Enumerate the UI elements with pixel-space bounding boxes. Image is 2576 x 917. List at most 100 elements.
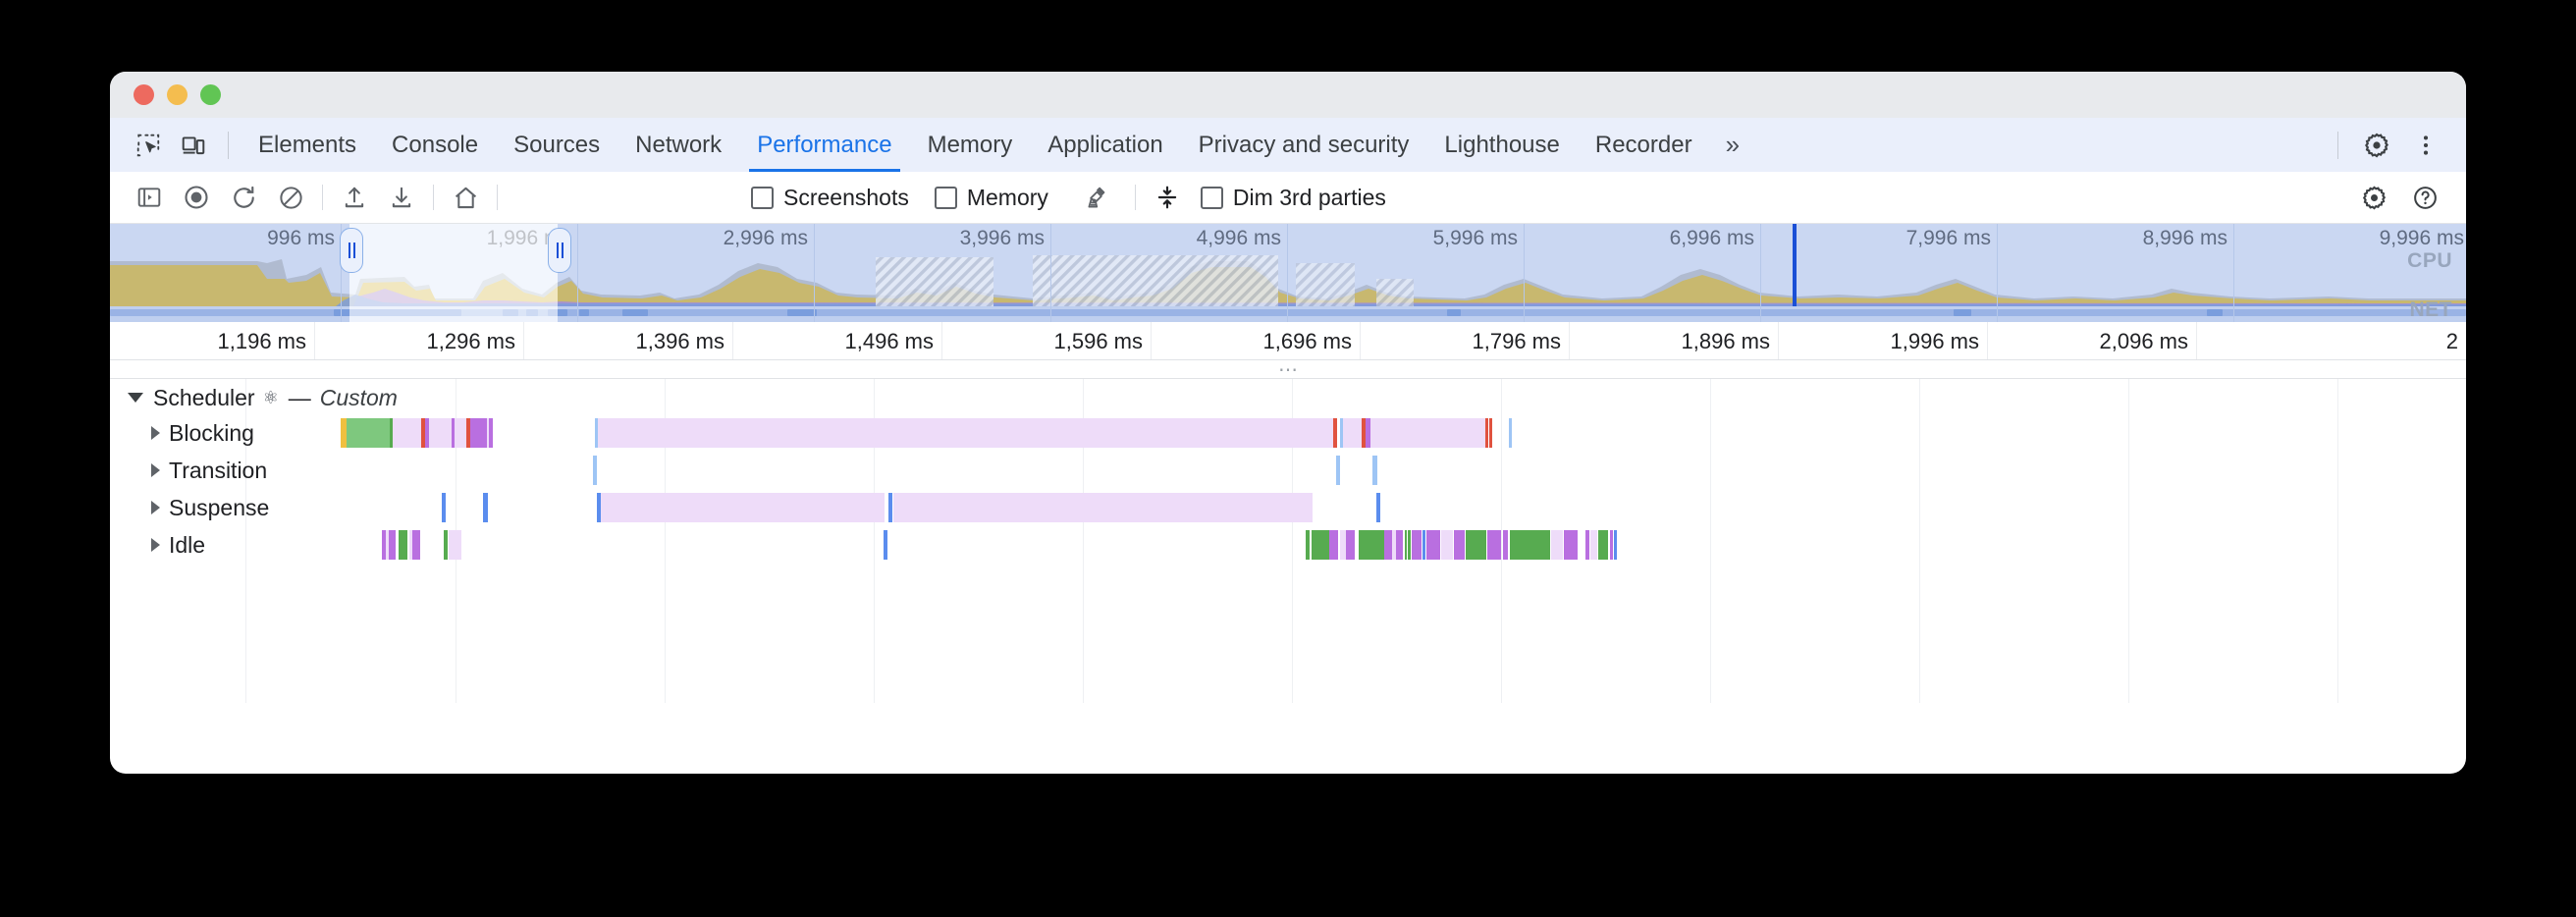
- flame-event[interactable]: [1366, 418, 1370, 448]
- flame-event[interactable]: [593, 456, 597, 485]
- track-idle-events[interactable]: [110, 530, 2466, 560]
- device-toolbar-icon[interactable]: [171, 123, 216, 168]
- memory-checkbox-box[interactable]: [934, 186, 957, 209]
- track-suspense-events[interactable]: [110, 493, 2466, 522]
- screenshots-checkbox-box[interactable]: [751, 186, 774, 209]
- flame-event[interactable]: [382, 530, 386, 560]
- flame-event[interactable]: [1510, 530, 1550, 560]
- flame-event[interactable]: [483, 493, 488, 522]
- flame-event[interactable]: [1396, 530, 1403, 560]
- screenshots-checkbox[interactable]: Screenshots: [751, 185, 909, 211]
- tab-application[interactable]: Application: [1047, 131, 1163, 158]
- flame-event[interactable]: [1362, 418, 1366, 448]
- window-minimize-button[interactable]: [167, 84, 188, 105]
- flame-event[interactable]: [1614, 530, 1617, 560]
- flame-event[interactable]: [466, 418, 470, 448]
- flame-event[interactable]: [598, 418, 1333, 448]
- flame-event[interactable]: [1372, 456, 1377, 485]
- flame-event[interactable]: [455, 418, 466, 448]
- flame-event[interactable]: [386, 530, 389, 560]
- memory-checkbox[interactable]: Memory: [934, 185, 1048, 211]
- timeline-overview[interactable]: 996 ms 1,996 ms 2,996 ms 3,996 ms 4,996 …: [110, 224, 2466, 322]
- flame-event[interactable]: [399, 530, 407, 560]
- window-close-button[interactable]: [134, 84, 154, 105]
- flame-event[interactable]: [412, 530, 420, 560]
- flame-event[interactable]: [1392, 530, 1396, 560]
- tab-performance[interactable]: Performance: [739, 118, 909, 172]
- flame-event[interactable]: [1564, 530, 1578, 560]
- chevron-right-icon[interactable]: [151, 426, 160, 440]
- flame-event[interactable]: [429, 418, 452, 448]
- flame-event[interactable]: [1610, 530, 1613, 560]
- flame-event[interactable]: [595, 418, 598, 448]
- flame-event[interactable]: [1487, 530, 1501, 560]
- flame-event[interactable]: [409, 530, 412, 560]
- overview-selection-left-handle[interactable]: [340, 228, 363, 273]
- flame-event[interactable]: [390, 418, 393, 448]
- tab-elements[interactable]: Elements: [258, 131, 357, 158]
- chevron-down-icon[interactable]: [128, 393, 143, 403]
- flame-event[interactable]: [1333, 418, 1337, 448]
- dim-3rd-parties-checkbox-box[interactable]: [1200, 186, 1223, 209]
- flame-event[interactable]: [1384, 530, 1392, 560]
- flame-event[interactable]: [1340, 418, 1343, 448]
- settings-gear-icon[interactable]: [2350, 176, 2397, 219]
- flame-event[interactable]: [1441, 530, 1453, 560]
- chevron-right-icon[interactable]: [151, 501, 160, 514]
- timeline-ruler[interactable]: 1,196 ms 1,296 ms 1,396 ms 1,496 ms 1,59…: [110, 322, 2466, 360]
- flame-event[interactable]: [442, 493, 446, 522]
- overview-selection-right-handle[interactable]: [548, 228, 571, 273]
- flame-event[interactable]: [449, 530, 461, 560]
- flame-event[interactable]: [393, 418, 421, 448]
- flame-event[interactable]: [888, 493, 892, 522]
- more-tabs-icon[interactable]: »: [1725, 130, 1741, 159]
- clear-button[interactable]: [267, 176, 314, 219]
- record-button[interactable]: [173, 176, 220, 219]
- flame-event[interactable]: [347, 418, 390, 448]
- flame-event[interactable]: [1405, 530, 1407, 560]
- flame-event[interactable]: [1346, 530, 1355, 560]
- tab-privacy-and-security[interactable]: Privacy and security: [1198, 131, 1410, 158]
- help-icon[interactable]: [2401, 176, 2448, 219]
- track-blocking-events[interactable]: [110, 418, 2466, 448]
- flame-event[interactable]: [421, 418, 425, 448]
- flame-event[interactable]: [1426, 530, 1440, 560]
- flame-event[interactable]: [1376, 493, 1380, 522]
- flame-chart[interactable]: Scheduler ⚛ — Custom Blocking Transition: [110, 379, 2466, 703]
- flame-event[interactable]: [1485, 418, 1488, 448]
- flame-event[interactable]: [444, 530, 448, 560]
- flame-event[interactable]: [489, 418, 493, 448]
- flame-event[interactable]: [487, 418, 489, 448]
- more-options-icon[interactable]: [2403, 123, 2448, 168]
- flame-event[interactable]: [1551, 530, 1563, 560]
- flame-event[interactable]: [1306, 530, 1310, 560]
- flame-event[interactable]: [1598, 530, 1608, 560]
- dim-3rd-parties-checkbox[interactable]: Dim 3rd parties: [1200, 185, 1386, 211]
- flame-event[interactable]: [1329, 530, 1338, 560]
- tab-network[interactable]: Network: [635, 131, 723, 158]
- flame-event[interactable]: [1340, 530, 1346, 560]
- overview-selection-window[interactable]: [349, 224, 558, 322]
- window-zoom-button[interactable]: [200, 84, 221, 105]
- tab-lighthouse[interactable]: Lighthouse: [1444, 131, 1560, 158]
- tab-memory[interactable]: Memory: [927, 131, 1013, 158]
- flame-event[interactable]: [1370, 418, 1485, 448]
- chevron-right-icon[interactable]: [151, 463, 160, 477]
- track-idle[interactable]: Idle: [110, 526, 2466, 564]
- flame-event[interactable]: [1590, 530, 1597, 560]
- flame-event[interactable]: [452, 418, 455, 448]
- tab-sources[interactable]: Sources: [513, 131, 601, 158]
- flame-event[interactable]: [1312, 530, 1329, 560]
- collect-garbage-icon[interactable]: [1074, 176, 1121, 219]
- inspect-element-icon[interactable]: [126, 123, 171, 168]
- chevron-right-icon[interactable]: [151, 538, 160, 552]
- reload-and-record-button[interactable]: [220, 176, 267, 219]
- flame-event[interactable]: [1336, 456, 1340, 485]
- flame-event[interactable]: [1408, 530, 1411, 560]
- track-group-scheduler[interactable]: Scheduler ⚛ — Custom: [110, 379, 2466, 416]
- flame-event[interactable]: [470, 418, 487, 448]
- toggle-sidebar-button[interactable]: [126, 176, 173, 219]
- flame-event[interactable]: [1454, 530, 1465, 560]
- flame-event[interactable]: [425, 418, 429, 448]
- home-button[interactable]: [442, 176, 489, 219]
